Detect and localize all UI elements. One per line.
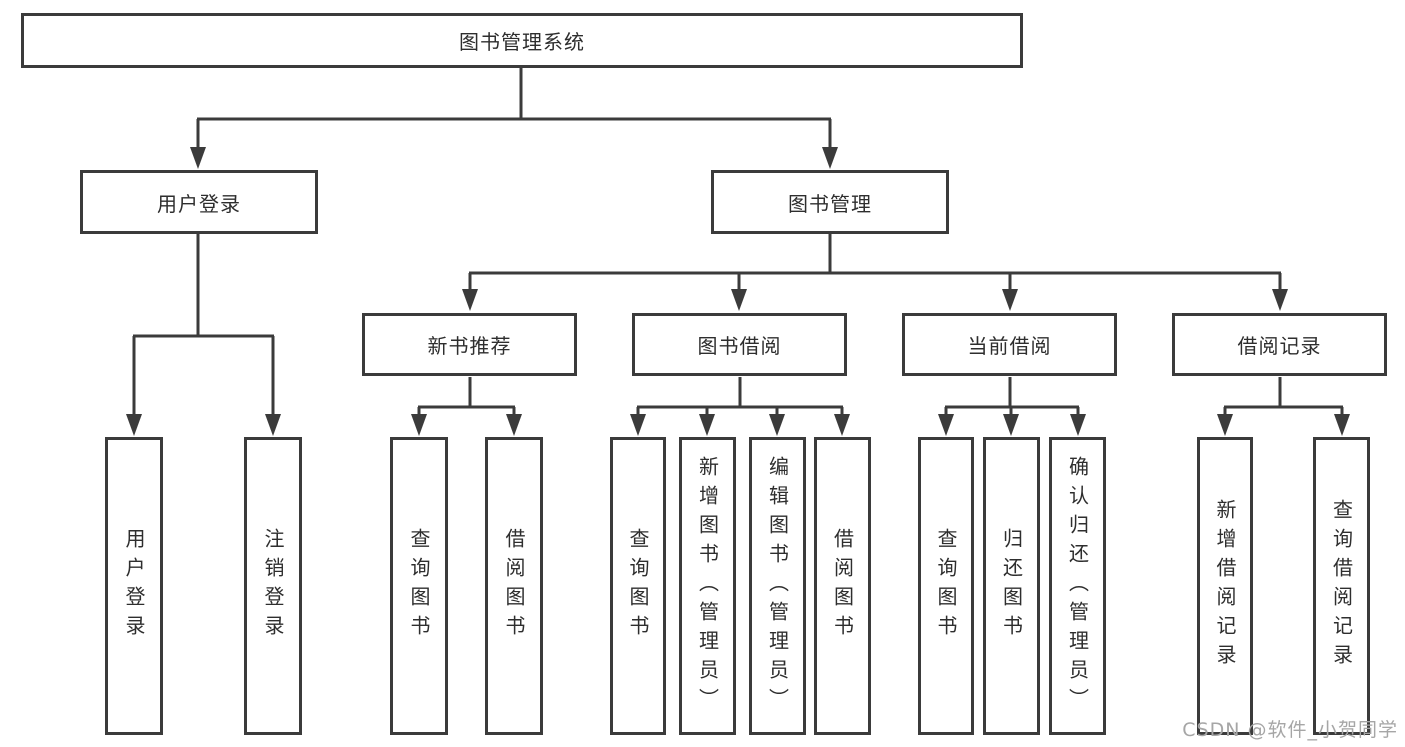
leaf-query-books-current-label: 查询图书 [934,528,958,644]
arrow-down-icon [1334,414,1350,436]
arrow-down-icon [190,147,206,169]
leaf-borrow-books-recommend-label: 借阅图书 [502,528,526,644]
leaf-query-books-recommend-label: 查询图书 [407,528,431,644]
arrow-down-icon [1272,289,1288,311]
node-new-book-recommend: 新书推荐 [362,313,577,376]
leaf-user-login: 用户登录 [105,437,163,735]
leaf-return-book: 归还图书 [983,437,1040,735]
arrow-down-icon [506,414,522,436]
leaf-return-book-label: 归还图书 [999,528,1024,644]
leaf-borrow-books-recommend: 借阅图书 [485,437,543,735]
connector-book-management-split [468,234,1282,292]
leaf-confirm-return-admin: 确认归还（管理员） [1049,437,1106,735]
arrow-down-icon [1003,414,1019,436]
leaf-query-books-current: 查询图书 [918,437,974,735]
arrow-down-icon [769,414,785,436]
leaf-add-book-admin-label: 新增图书（管理员） [695,455,720,717]
arrow-down-icon [265,414,281,436]
leaf-edit-book-admin: 编辑图书（管理员） [749,437,806,735]
node-book-borrow: 图书借阅 [632,313,847,376]
leaf-edit-book-admin-label: 编辑图书（管理员） [765,455,790,717]
leaf-query-borrow-record-label: 查询借阅记录 [1329,499,1354,673]
node-borrow-records-label: 借阅记录 [1237,334,1322,358]
arrow-down-icon [938,414,954,436]
node-root: 图书管理系统 [21,13,1023,68]
arrow-down-icon [1070,414,1086,436]
node-new-book-recommend-label: 新书推荐 [427,334,512,358]
arrow-down-icon [630,414,646,436]
node-book-management: 图书管理 [711,170,949,234]
arrow-down-icon [411,414,427,436]
node-current-borrow-label: 当前借阅 [967,334,1052,358]
arrow-down-icon [1217,414,1233,436]
leaf-confirm-return-admin-label: 确认归还（管理员） [1065,455,1090,717]
leaf-logout-label: 注销登录 [261,528,285,644]
connector-new-book-split [417,377,516,416]
leaf-query-books-borrow-label: 查询图书 [626,528,650,644]
connector-user-login-split [132,234,275,416]
arrow-down-icon [834,414,850,436]
connector-borrow-record-split [1223,377,1344,416]
leaf-query-borrow-record: 查询借阅记录 [1313,437,1370,735]
node-user-login: 用户登录 [80,170,318,234]
leaf-borrow-books: 借阅图书 [814,437,871,735]
arrow-down-icon [462,289,478,311]
leaf-borrow-books-label: 借阅图书 [830,528,855,644]
leaf-add-borrow-record-label: 新增借阅记录 [1213,499,1237,673]
connector-current-borrow-split [944,377,1080,416]
leaf-query-books-borrow: 查询图书 [610,437,666,735]
arrow-down-icon [126,414,142,436]
node-borrow-records: 借阅记录 [1172,313,1387,376]
arrow-down-icon [731,289,747,311]
node-current-borrow: 当前借阅 [902,313,1117,376]
arrow-down-icon [1002,289,1018,311]
arrow-down-icon [822,147,838,169]
arrowheads [126,147,1350,436]
node-user-login-label: 用户登录 [157,191,241,216]
leaf-user-login-label: 用户登录 [122,528,146,644]
leaf-query-books-recommend: 查询图书 [390,437,448,735]
connector-root-to-level2 [196,68,832,150]
csdn-watermark: CSDN @软件_小贺同学 [1182,719,1398,741]
node-book-management-label: 图书管理 [788,191,872,216]
leaf-add-book-admin: 新增图书（管理员） [679,437,736,735]
node-book-borrow-label: 图书借阅 [697,334,782,358]
node-root-label: 图书管理系统 [459,30,585,54]
connector-book-borrow-split [636,377,844,416]
leaf-add-borrow-record: 新增借阅记录 [1197,437,1253,735]
arrow-down-icon [699,414,715,436]
leaf-logout: 注销登录 [244,437,302,735]
